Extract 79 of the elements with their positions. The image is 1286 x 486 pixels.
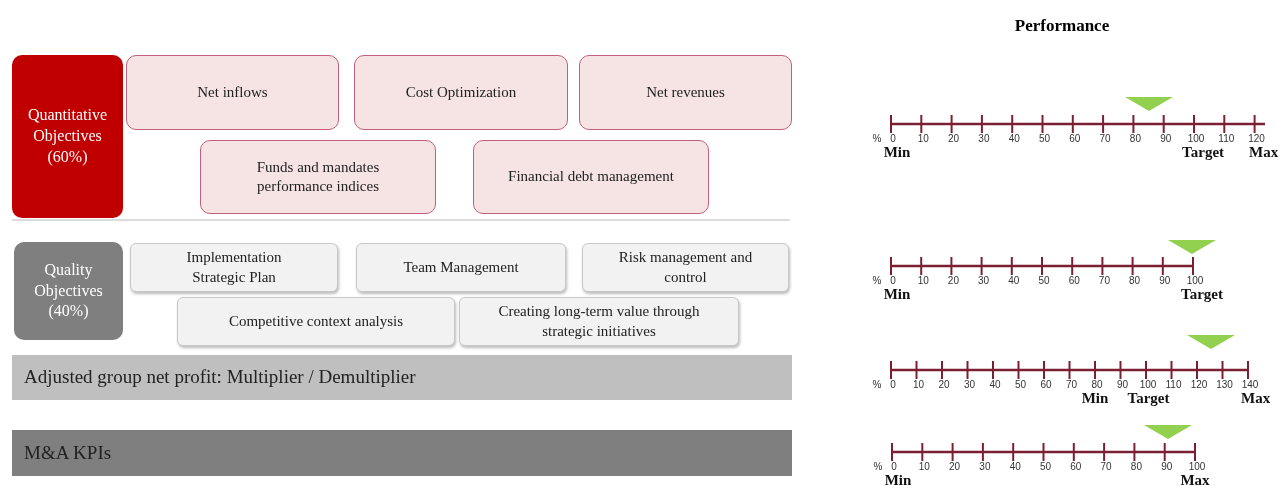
tick-label: 110 <box>1218 133 1235 144</box>
tick-label: 110 <box>1165 379 1182 390</box>
tick-label: 100 <box>1187 133 1205 144</box>
tick-label: 60 <box>1070 461 1082 472</box>
tick-label: 60 <box>1068 275 1080 286</box>
tick-label: 90 <box>1116 379 1129 390</box>
tick-label: 20 <box>947 275 959 286</box>
tick-label: 20 <box>948 133 960 144</box>
tick-label: 30 <box>963 379 976 390</box>
objective-box: Risk management and control <box>582 243 789 292</box>
tick-label: 70 <box>1098 275 1110 286</box>
unit-label: % <box>872 275 882 286</box>
scale-label: Max <box>1180 472 1210 486</box>
objective-box: Creating long-term value through strategic initiatives <box>459 297 739 346</box>
category-box: Quality Objectives (40%) <box>14 242 123 340</box>
unit-label: % <box>872 379 882 390</box>
objective-box: Funds and mandates performance indices <box>200 140 436 214</box>
tick-label: 40 <box>989 379 1001 390</box>
tick-label: 0 <box>890 379 896 390</box>
tick-label: 120 <box>1248 133 1265 144</box>
tick-label: 30 <box>978 133 990 144</box>
tick-label: 100 <box>1186 275 1204 286</box>
unit-label: % <box>872 133 882 144</box>
tick-label: 80 <box>1129 275 1141 286</box>
scale-label: Min <box>1081 390 1109 407</box>
tick-label: 10 <box>917 133 929 144</box>
objective-box: Net inflows <box>126 55 339 130</box>
tick-label: 40 <box>1008 275 1020 286</box>
tick-label: 0 <box>891 461 897 472</box>
tick-label: 50 <box>1038 133 1051 144</box>
tick-label: 70 <box>1100 461 1112 472</box>
tick-label: 70 <box>1065 379 1078 390</box>
scale-label: Max <box>1249 144 1279 161</box>
tick-label: 60 <box>1040 379 1052 390</box>
banner-bar: Adjusted group net profit: Multiplier / Demultiplier <box>12 355 792 400</box>
scale-label: Min <box>884 472 912 486</box>
tick-label: 20 <box>949 461 961 472</box>
tick-label: 10 <box>917 275 929 286</box>
objective-box: Net revenues <box>579 55 792 130</box>
tick-label: 80 <box>1091 379 1103 390</box>
tick-label: 0 <box>890 133 896 144</box>
tick-label: 100 <box>1188 461 1206 472</box>
objective-box: Implementation Strategic Plan <box>130 243 338 292</box>
tick-label: 90 <box>1161 461 1173 472</box>
tick-label: 100 <box>1139 379 1157 390</box>
tick-label: 20 <box>938 379 950 390</box>
tick-label: 50 <box>1039 461 1052 472</box>
scale-label: Target <box>1181 286 1223 303</box>
tick-label: 0 <box>890 275 896 286</box>
objective-box: Competitive context analysis <box>177 297 455 346</box>
tick-label: 140 <box>1241 379 1259 390</box>
tick-label: 80 <box>1129 133 1141 144</box>
scale-label: Max <box>1241 390 1271 407</box>
tick-label: 70 <box>1099 133 1111 144</box>
tick-label: 120 <box>1190 379 1208 390</box>
tick-label: 10 <box>912 379 925 390</box>
scale-label: Min <box>883 286 911 303</box>
tick-label: 40 <box>1009 461 1021 472</box>
tick-label: 130 <box>1216 379 1233 390</box>
tick-label: 90 <box>1160 133 1172 144</box>
banner-bar: M&A KPIs <box>12 430 792 476</box>
scale-label: Min <box>883 144 911 161</box>
objective-box: Cost Optimization <box>354 55 568 130</box>
tick-label: 50 <box>1014 379 1027 390</box>
tick-label: 50 <box>1038 275 1050 286</box>
tick-label: 30 <box>978 275 990 286</box>
tick-label: 80 <box>1130 461 1142 472</box>
scale-label: Target <box>1182 144 1225 161</box>
unit-label: % <box>873 461 883 472</box>
category-box: Quantitative Objectives (60%) <box>12 55 123 218</box>
scale-label: Target <box>1127 390 1170 407</box>
objective-box: Team Management <box>356 243 566 292</box>
objective-box: Financial debt management <box>473 140 709 214</box>
tick-label: 10 <box>918 461 930 472</box>
chart-title: Performance <box>1014 16 1110 36</box>
tick-label: 40 <box>1008 133 1020 144</box>
tick-label: 60 <box>1069 133 1081 144</box>
tick-label: 90 <box>1159 275 1171 286</box>
tick-label: 30 <box>979 461 991 472</box>
